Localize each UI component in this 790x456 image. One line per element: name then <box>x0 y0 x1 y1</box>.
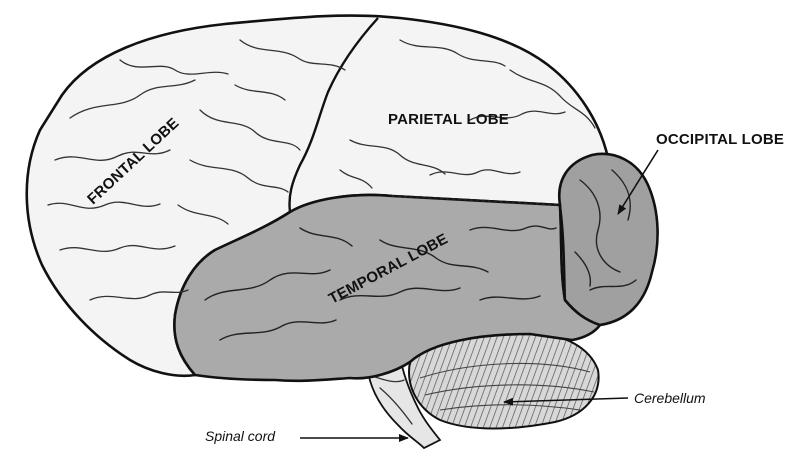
occipital-lobe-label: OCCIPITAL LOBE <box>656 131 784 148</box>
spinal-cord-label: Spinal cord <box>205 428 276 444</box>
occipital-lobe <box>559 154 657 325</box>
cerebellum-label: Cerebellum <box>634 390 706 406</box>
parietal-lobe-label: PARIETAL LOBE <box>388 111 509 128</box>
